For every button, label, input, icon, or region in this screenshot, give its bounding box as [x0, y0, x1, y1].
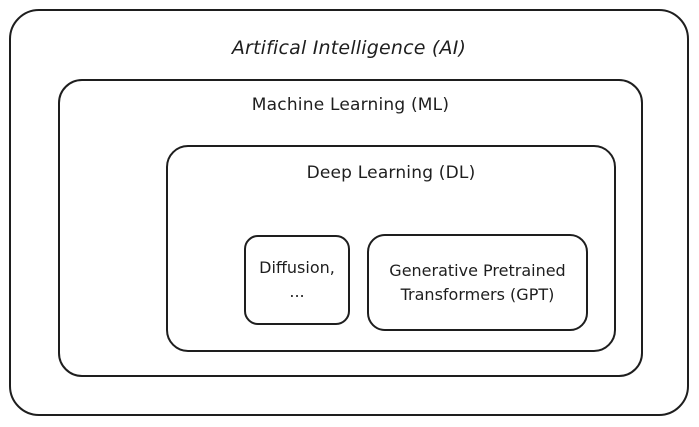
gpt-text: Generative Pretrained Transformers (GPT) [389, 259, 565, 307]
ml-label: Machine Learning (ML) [251, 95, 450, 115]
diffusion-text: Diffusion, ... [259, 256, 335, 304]
ai-label: Artifical Intelligence (AI) [231, 37, 467, 59]
diffusion-label-line2: ... [289, 282, 305, 301]
diffusion-box: Diffusion, ... [244, 235, 350, 325]
gpt-box: Generative Pretrained Transformers (GPT) [367, 234, 588, 331]
diffusion-label-line1: Diffusion, [259, 258, 335, 277]
dl-box: Deep Learning (DL) [166, 145, 616, 352]
gpt-label-line1: Generative Pretrained [389, 260, 566, 280]
ai-box: Artifical Intelligence (AI) [9, 9, 689, 416]
gpt-label-line2: Transformers (GPT) [400, 284, 555, 304]
ml-box: Machine Learning (ML) [58, 79, 643, 377]
dl-label: Deep Learning (DL) [306, 163, 476, 183]
